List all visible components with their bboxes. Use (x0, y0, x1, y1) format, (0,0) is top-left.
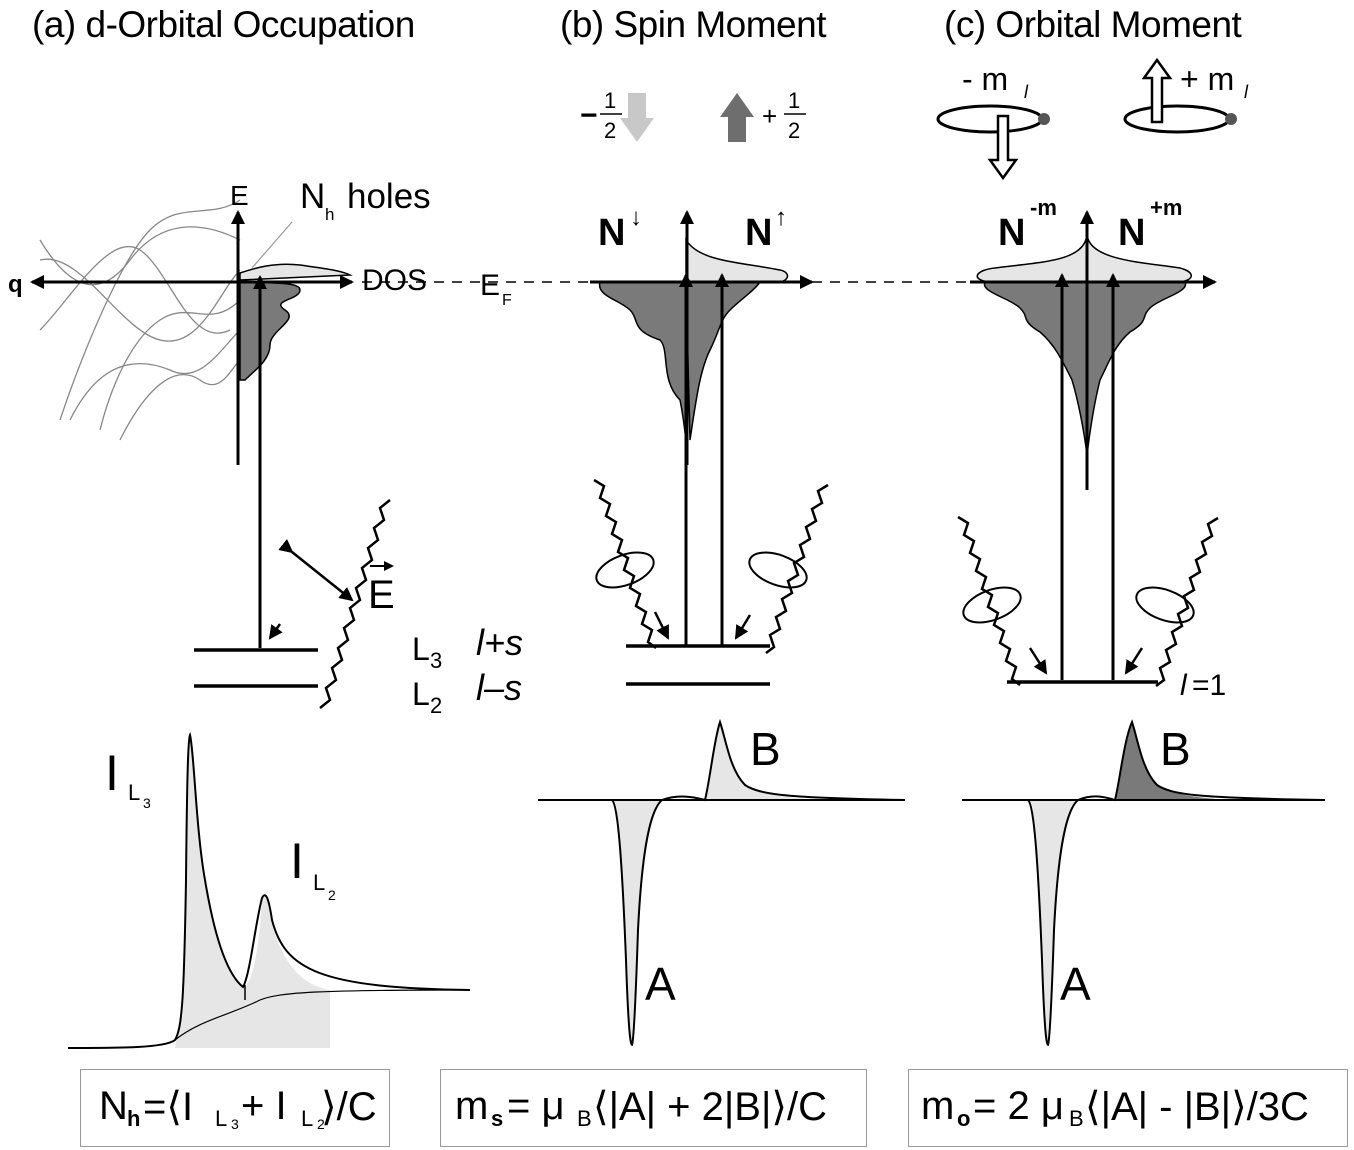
n-minus-m-sup: -m (1030, 195, 1057, 220)
photon-b-left (593, 478, 657, 649)
l-italic: l (1180, 669, 1188, 702)
formula-c-mu-sub: B (1069, 1106, 1084, 1131)
formula-a-rhs: =⟨I (143, 1085, 194, 1129)
plus-ml-sub: l (1244, 82, 1249, 102)
formula-a-t1-sub: L (215, 1106, 228, 1131)
dos-b (598, 237, 789, 451)
photon-c-left (957, 515, 1021, 686)
formula-b-mu-sub: B (577, 1106, 592, 1131)
circular-pol-b-left (595, 551, 655, 589)
spectrum-a (67, 731, 471, 1049)
formula-a-t1-subsub: 3 (231, 1116, 239, 1132)
peak-il2-subsub: 2 (328, 887, 336, 903)
dos-a (239, 263, 353, 381)
holes-sub: h (325, 205, 334, 224)
panel-c-title: (c) Orbital Moment (944, 4, 1242, 45)
spin-up-icon (720, 93, 754, 142)
formula-c-body: ⟨|A| - |B|⟩/3C (1085, 1085, 1309, 1129)
formula-b-body: ⟨|A| + 2|B|⟩/C (593, 1085, 827, 1129)
dos-axis-label: DOS (362, 264, 427, 297)
l3-expr: l+s (476, 622, 523, 663)
formula-a-t2-subsub: 2 (317, 1116, 325, 1132)
peak-a-label-b: A (645, 958, 676, 1010)
efield-label: E (368, 573, 395, 617)
orbit-minus-icon (936, 104, 1050, 181)
l3-sub: 3 (430, 648, 442, 673)
half-den-right: 2 (788, 118, 800, 143)
formula-b-rhs: = μ (507, 1084, 565, 1128)
formula-c-lhs-sub: o (957, 1106, 971, 1131)
spin-down-icon (620, 93, 654, 142)
polarization-arrow (278, 539, 354, 602)
formula-a-t2-sub: L (301, 1106, 314, 1131)
peak-b-label-b: B (750, 723, 781, 775)
panel-a-title: (a) d-Orbital Occupation (32, 4, 415, 45)
holes-pointer (251, 221, 293, 269)
energy-axis-label: E (230, 180, 249, 211)
spin-plus-sign: + (762, 101, 777, 131)
formula-a-lhs: N (99, 1084, 128, 1128)
peak-il3: I (105, 745, 119, 801)
l2-label: L (412, 676, 430, 712)
photon-c-right (1155, 516, 1219, 687)
spectrum-b (538, 718, 906, 1047)
circular-pol-c-right (1135, 586, 1195, 624)
l-equals-label: =1 (1192, 669, 1226, 702)
n-minus-m-label: N (998, 212, 1025, 254)
minus-ml-sub: l (1024, 82, 1029, 102)
formula-a-lhs-sub: h (127, 1106, 141, 1131)
fermi-label: E (480, 269, 500, 302)
n-plus-m-label: N (1118, 212, 1145, 254)
n-plus-m-sup: +m (1150, 195, 1182, 220)
fermi-sub: F (502, 292, 512, 309)
panel-b-title: (b) Spin Moment (560, 4, 827, 45)
peak-b-label-c: B (1160, 723, 1191, 775)
n-up-label: N (745, 212, 772, 254)
dos-c (976, 234, 1192, 456)
l2-sub: 2 (430, 693, 442, 718)
formula-a-plus: + I (241, 1084, 287, 1128)
n-down-label: N (598, 212, 625, 254)
half-den-left: 2 (604, 118, 616, 143)
orbit-plus-icon (1123, 57, 1237, 134)
peak-il2-sub: L (313, 870, 325, 895)
photon-b-right (765, 483, 829, 654)
circular-pol-c-left (962, 586, 1022, 624)
formula-b-lhs: m (455, 1084, 489, 1128)
n-up-sup: ↑ (775, 204, 787, 231)
formula-a-box: N h =⟨I L 3 + I L 2 ⟩/C (80, 1069, 390, 1147)
peak-il3-sub: L (128, 780, 140, 805)
band-curves (39, 199, 241, 441)
half-num-right: 1 (788, 88, 800, 113)
spin-minus-sign: − (580, 99, 598, 132)
peak-il3-subsub: 3 (143, 795, 151, 811)
minus-ml-label: - m (962, 61, 1008, 97)
formula-c-lhs: m (921, 1084, 955, 1128)
holes-symbol: N (300, 177, 325, 216)
plus-ml-label: + m (1180, 61, 1234, 97)
formula-b-lhs-sub: s (491, 1106, 504, 1131)
half-num-left: 1 (604, 88, 616, 113)
l2-expr: l–s (476, 667, 522, 708)
l3-label: L (412, 631, 430, 667)
n-down-sup: ↓ (630, 204, 642, 231)
q-axis-label: q (8, 271, 23, 298)
formula-c-box: m o = 2 μ B ⟨|A| - |B|⟩/3C (908, 1069, 1348, 1147)
peak-il2: I (290, 833, 304, 889)
formula-b-box: m s = μ B ⟨|A| + 2|B|⟩/C (440, 1069, 867, 1147)
formula-c-rhs: = 2 μ (973, 1084, 1064, 1128)
peak-a-label-c: A (1060, 958, 1091, 1010)
photon-a (319, 499, 391, 709)
holes-label: holes (347, 177, 431, 216)
formula-a-end: ⟩/C (321, 1085, 377, 1129)
spectrum-c (962, 719, 1326, 1047)
circular-pol-b-right (748, 551, 808, 589)
